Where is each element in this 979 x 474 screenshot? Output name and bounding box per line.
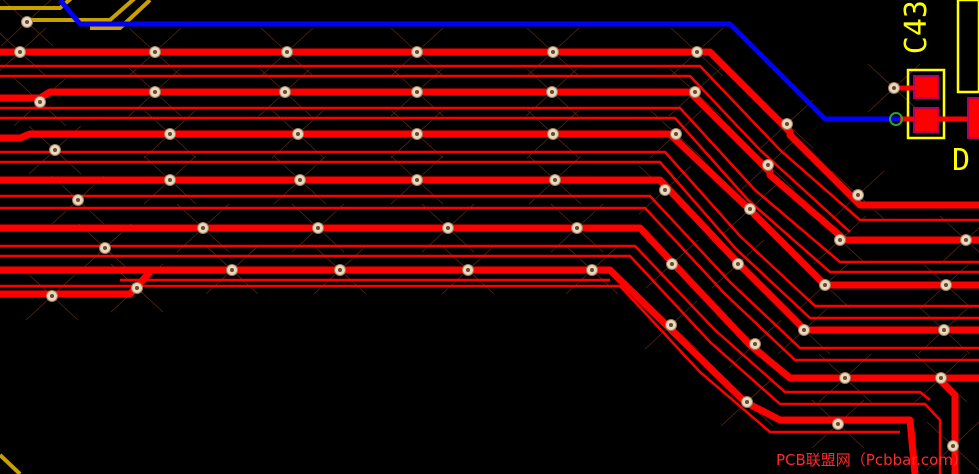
via-drill-hole	[18, 50, 22, 54]
silkscreen	[906, 0, 979, 140]
via-drill-hole	[135, 286, 139, 290]
bottom-copper-traces	[58, 0, 900, 122]
via-drill-hole	[551, 132, 555, 136]
via-drill-hole	[338, 268, 342, 272]
via-drill-hole	[856, 193, 860, 197]
via-drill-hole	[785, 122, 789, 126]
via-drill-hole	[553, 178, 557, 182]
via-drill-hole	[944, 283, 948, 287]
via-drill-hole	[766, 163, 770, 167]
via-group	[14, 16, 972, 452]
via-drill-hole	[736, 262, 740, 266]
capacitor-reference-label: C43	[899, 0, 934, 55]
via-drill-hole	[230, 268, 234, 272]
via-drill-hole	[748, 207, 752, 211]
inner-trace-3	[90, 0, 152, 30]
via-drill-hole	[802, 328, 806, 332]
via-drill-hole	[951, 444, 955, 448]
via-drill-hole	[446, 226, 450, 230]
via-drill-hole	[153, 90, 157, 94]
via-drill-hole	[283, 90, 287, 94]
bus-trace-5	[0, 224, 979, 382]
via-drill-hole	[575, 226, 579, 230]
via-drill-hole	[38, 100, 42, 104]
inner-trace-2	[30, 0, 136, 22]
via-drill-hole	[25, 20, 29, 24]
via-drill-hole	[316, 226, 320, 230]
top-copper-bus-thin	[0, 64, 979, 474]
blue-trace	[58, 0, 900, 122]
via-drill-hole	[674, 132, 678, 136]
via-drill-hole	[285, 50, 289, 54]
thin-trace-8	[0, 206, 979, 362]
via-drill-hole	[201, 226, 205, 230]
thin-trace-9	[0, 244, 931, 401]
d-pad-smd-pad-icon[interactable]	[967, 97, 979, 139]
via-drill-hole	[695, 50, 699, 54]
inner-trace-1	[0, 0, 73, 10]
inner-copper-traces	[0, 0, 152, 474]
via-drill-hole	[415, 90, 419, 94]
thin-trace-1	[0, 64, 979, 222]
via-drill-hole	[892, 86, 896, 90]
via-drill-hole	[663, 188, 667, 192]
c43-pad-1-smd-pad-icon[interactable]	[913, 75, 939, 99]
via-drill-hole	[693, 90, 697, 94]
via-drill-hole	[53, 148, 57, 152]
c43-outline	[906, 68, 946, 140]
thin-trace-3	[0, 106, 979, 264]
via-drill-hole	[942, 328, 946, 332]
thin-trace-4	[0, 116, 979, 274]
via-drill-hole	[103, 246, 107, 250]
c43-side-via-icon[interactable]	[889, 112, 903, 126]
d-outline	[956, 0, 979, 94]
component-pads	[889, 75, 979, 139]
via-drill-hole	[551, 50, 555, 54]
c43-pad-2-smd-pad-icon[interactable]	[913, 107, 939, 133]
thin-trace-11	[0, 284, 900, 434]
via-drill-hole	[415, 50, 419, 54]
via-drill-hole	[745, 400, 749, 404]
diode-reference-label: D	[952, 143, 971, 178]
via-drill-hole	[843, 376, 847, 380]
watermark-text: PCB联盟网（Pcbbar.com）	[776, 451, 968, 469]
via-drill-hole	[466, 268, 470, 272]
via-drill-hole	[153, 50, 157, 54]
via-drill-hole	[298, 178, 302, 182]
thin-trace-6	[0, 160, 979, 320]
via-drill-hole	[296, 132, 300, 136]
via-drill-hole	[550, 90, 554, 94]
via-drill-hole	[669, 323, 673, 327]
via-drill-hole	[76, 198, 80, 202]
via-drill-hole	[168, 178, 172, 182]
via-drill-hole	[415, 178, 419, 182]
via-drill-hole	[939, 376, 943, 380]
thin-trace-10	[0, 254, 942, 474]
via-drill-hole	[168, 132, 172, 136]
via-drill-hole	[964, 238, 968, 242]
thin-trace-5	[0, 150, 979, 308]
bus-trace-1	[0, 48, 979, 209]
via-drill-hole	[836, 422, 840, 426]
inner-trace-4	[0, 453, 22, 474]
via-drill-hole	[753, 342, 757, 346]
via-drill-hole	[838, 238, 842, 242]
bus-trace-6	[0, 266, 919, 474]
thin-trace-2	[0, 74, 851, 233]
via-drill-hole	[50, 294, 54, 298]
via-drill-hole	[415, 132, 419, 136]
via-drill-hole	[823, 283, 827, 287]
thin-trace-7	[0, 194, 979, 350]
via-drill-hole	[670, 262, 674, 266]
via-drill-hole	[590, 268, 594, 272]
